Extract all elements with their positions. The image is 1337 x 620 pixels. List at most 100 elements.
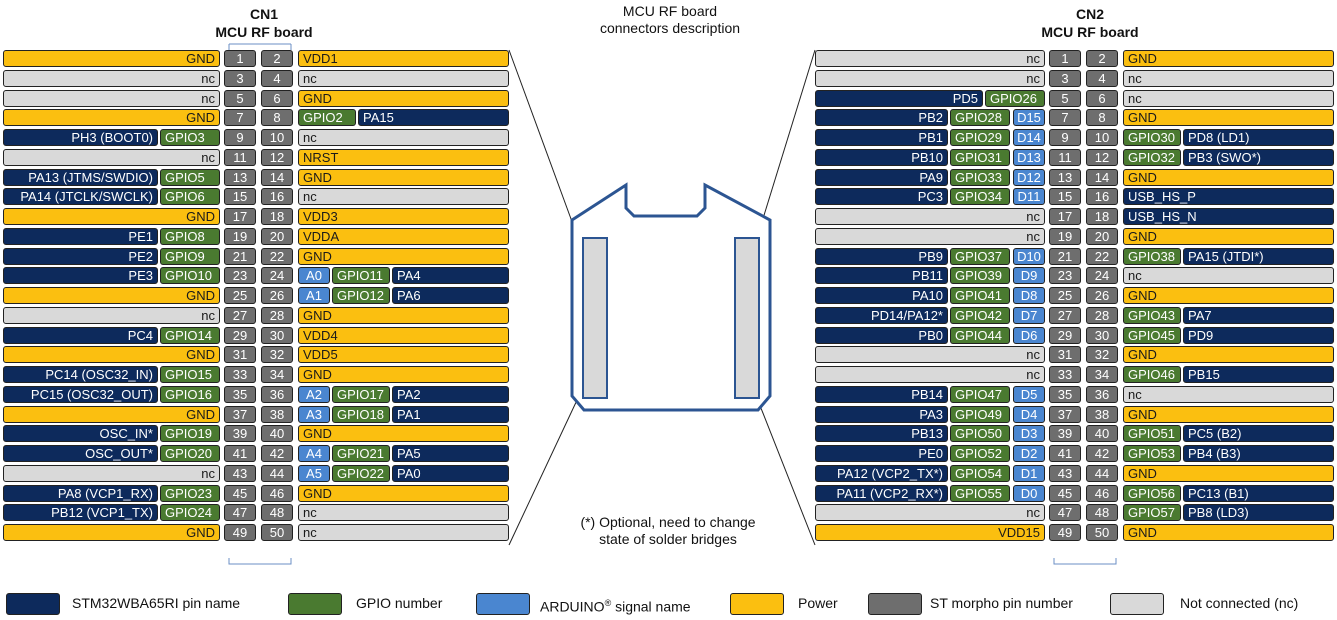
pin-number: 14	[261, 169, 293, 186]
power-pin: GND	[3, 50, 220, 67]
pin-number: 9	[224, 129, 256, 146]
nc-pin: nc	[815, 70, 1045, 87]
pin-name: PA8 (VCP1_RX)	[3, 485, 158, 502]
pin-number: 18	[261, 208, 293, 225]
gpio-number: GPIO54	[950, 465, 1010, 482]
nc-pin: nc	[3, 307, 220, 324]
pin-name: PA7	[1183, 307, 1334, 324]
pin-number: 38	[1086, 406, 1118, 423]
gpio-number: GPIO46	[1123, 366, 1181, 383]
pin-number: 43	[224, 465, 256, 482]
pin-name: PB1	[815, 129, 948, 146]
pin-number: 37	[1049, 406, 1081, 423]
pin-name: PA3	[815, 406, 948, 423]
pin-number: 9	[1049, 129, 1081, 146]
pin-name: OSC_IN*	[3, 425, 158, 442]
gpio-number: GPIO31	[950, 149, 1010, 166]
pin-number: 10	[1086, 129, 1118, 146]
arduino-signal: D3	[1013, 425, 1045, 442]
pin-name: PD8 (LD1)	[1183, 129, 1334, 146]
arduino-signal: A0	[298, 267, 330, 284]
pin-name: PD5	[815, 90, 983, 107]
gpio-number: GPIO50	[950, 425, 1010, 442]
gpio-number: GPIO18	[332, 406, 390, 423]
pin-number: 34	[1086, 366, 1118, 383]
power-pin: GND	[1123, 50, 1334, 67]
pin-number: 45	[1049, 485, 1081, 502]
pin-name: PA13 (JTMS/SWDIO)	[3, 169, 158, 186]
nc-pin: nc	[815, 208, 1045, 225]
pin-number: 19	[224, 228, 256, 245]
pin-name: OSC_OUT*	[3, 445, 158, 462]
pin-name: PA14 (JTCLK/SWCLK)	[3, 188, 158, 205]
pin-number: 2	[1086, 50, 1118, 67]
pin-number: 6	[1086, 90, 1118, 107]
nc-pin: nc	[815, 346, 1045, 363]
power-pin: VDD4	[298, 327, 509, 344]
legend-swatch-pwr	[730, 593, 784, 615]
pin-number: 42	[261, 445, 293, 462]
power-pin: GND	[298, 248, 509, 265]
power-pin: GND	[1123, 465, 1334, 482]
center-title-line1: MCU RF board	[622, 3, 718, 19]
pin-number: 29	[1049, 327, 1081, 344]
nc-pin: nc	[3, 149, 220, 166]
legend-swatch-pin	[868, 593, 922, 615]
power-pin: NRST	[298, 149, 509, 166]
arduino-signal: D7	[1013, 307, 1045, 324]
pin-number: 38	[261, 406, 293, 423]
legend-label-pwr: Power	[798, 595, 838, 611]
arduino-signal: D12	[1013, 169, 1045, 186]
power-pin: GND	[1123, 287, 1334, 304]
gpio-number: GPIO47	[950, 386, 1010, 403]
gpio-number: GPIO20	[160, 445, 220, 462]
pin-number: 34	[261, 366, 293, 383]
power-pin: GND	[1123, 346, 1334, 363]
pin-name: PC4	[3, 327, 158, 344]
pin-number: 32	[261, 346, 293, 363]
nc-pin: nc	[3, 90, 220, 107]
pin-number: 30	[261, 327, 293, 344]
pin-number: 44	[261, 465, 293, 482]
arduino-signal: D5	[1013, 386, 1045, 403]
pin-name: PA1	[392, 406, 509, 423]
gpio-number: GPIO37	[950, 248, 1010, 265]
pin-number: 33	[224, 366, 256, 383]
pin-name: PE3	[3, 267, 158, 284]
gpio-number: GPIO41	[950, 287, 1010, 304]
pin-name: PC13 (B1)	[1183, 485, 1334, 502]
nc-pin: nc	[298, 129, 509, 146]
pin-number: 26	[1086, 287, 1118, 304]
power-pin: GND	[298, 485, 509, 502]
pin-number: 39	[224, 425, 256, 442]
pin-name: PC15 (OSC32_OUT)	[3, 386, 158, 403]
arduino-signal: A5	[298, 465, 330, 482]
pin-number: 22	[1086, 248, 1118, 265]
legend-label-ard: ARDUINO® signal name	[540, 598, 691, 615]
pin-number: 6	[261, 90, 293, 107]
power-pin: GND	[3, 109, 220, 126]
pin-number: 41	[1049, 445, 1081, 462]
nc-pin: nc	[815, 366, 1045, 383]
gpio-number: GPIO49	[950, 406, 1010, 423]
pin-number: 17	[1049, 208, 1081, 225]
nc-pin: nc	[1123, 267, 1334, 284]
nc-pin: nc	[298, 188, 509, 205]
center-title-line2: connectors description	[599, 20, 741, 36]
gpio-number: GPIO34	[950, 188, 1010, 205]
pin-number: 23	[224, 267, 256, 284]
footnote-line1: (*) Optional, need to change	[580, 514, 756, 530]
gpio-number: GPIO15	[160, 366, 220, 383]
pin-number: 30	[1086, 327, 1118, 344]
pin-name: PE2	[3, 248, 158, 265]
gpio-number: GPIO32	[1123, 149, 1181, 166]
pin-name: PB3 (SWO*)	[1183, 149, 1334, 166]
pin-number: 17	[224, 208, 256, 225]
pin-number: 37	[224, 406, 256, 423]
pin-number: 31	[1049, 346, 1081, 363]
pin-number: 45	[224, 485, 256, 502]
pin-number: 44	[1086, 465, 1118, 482]
gpio-number: GPIO6	[160, 188, 220, 205]
